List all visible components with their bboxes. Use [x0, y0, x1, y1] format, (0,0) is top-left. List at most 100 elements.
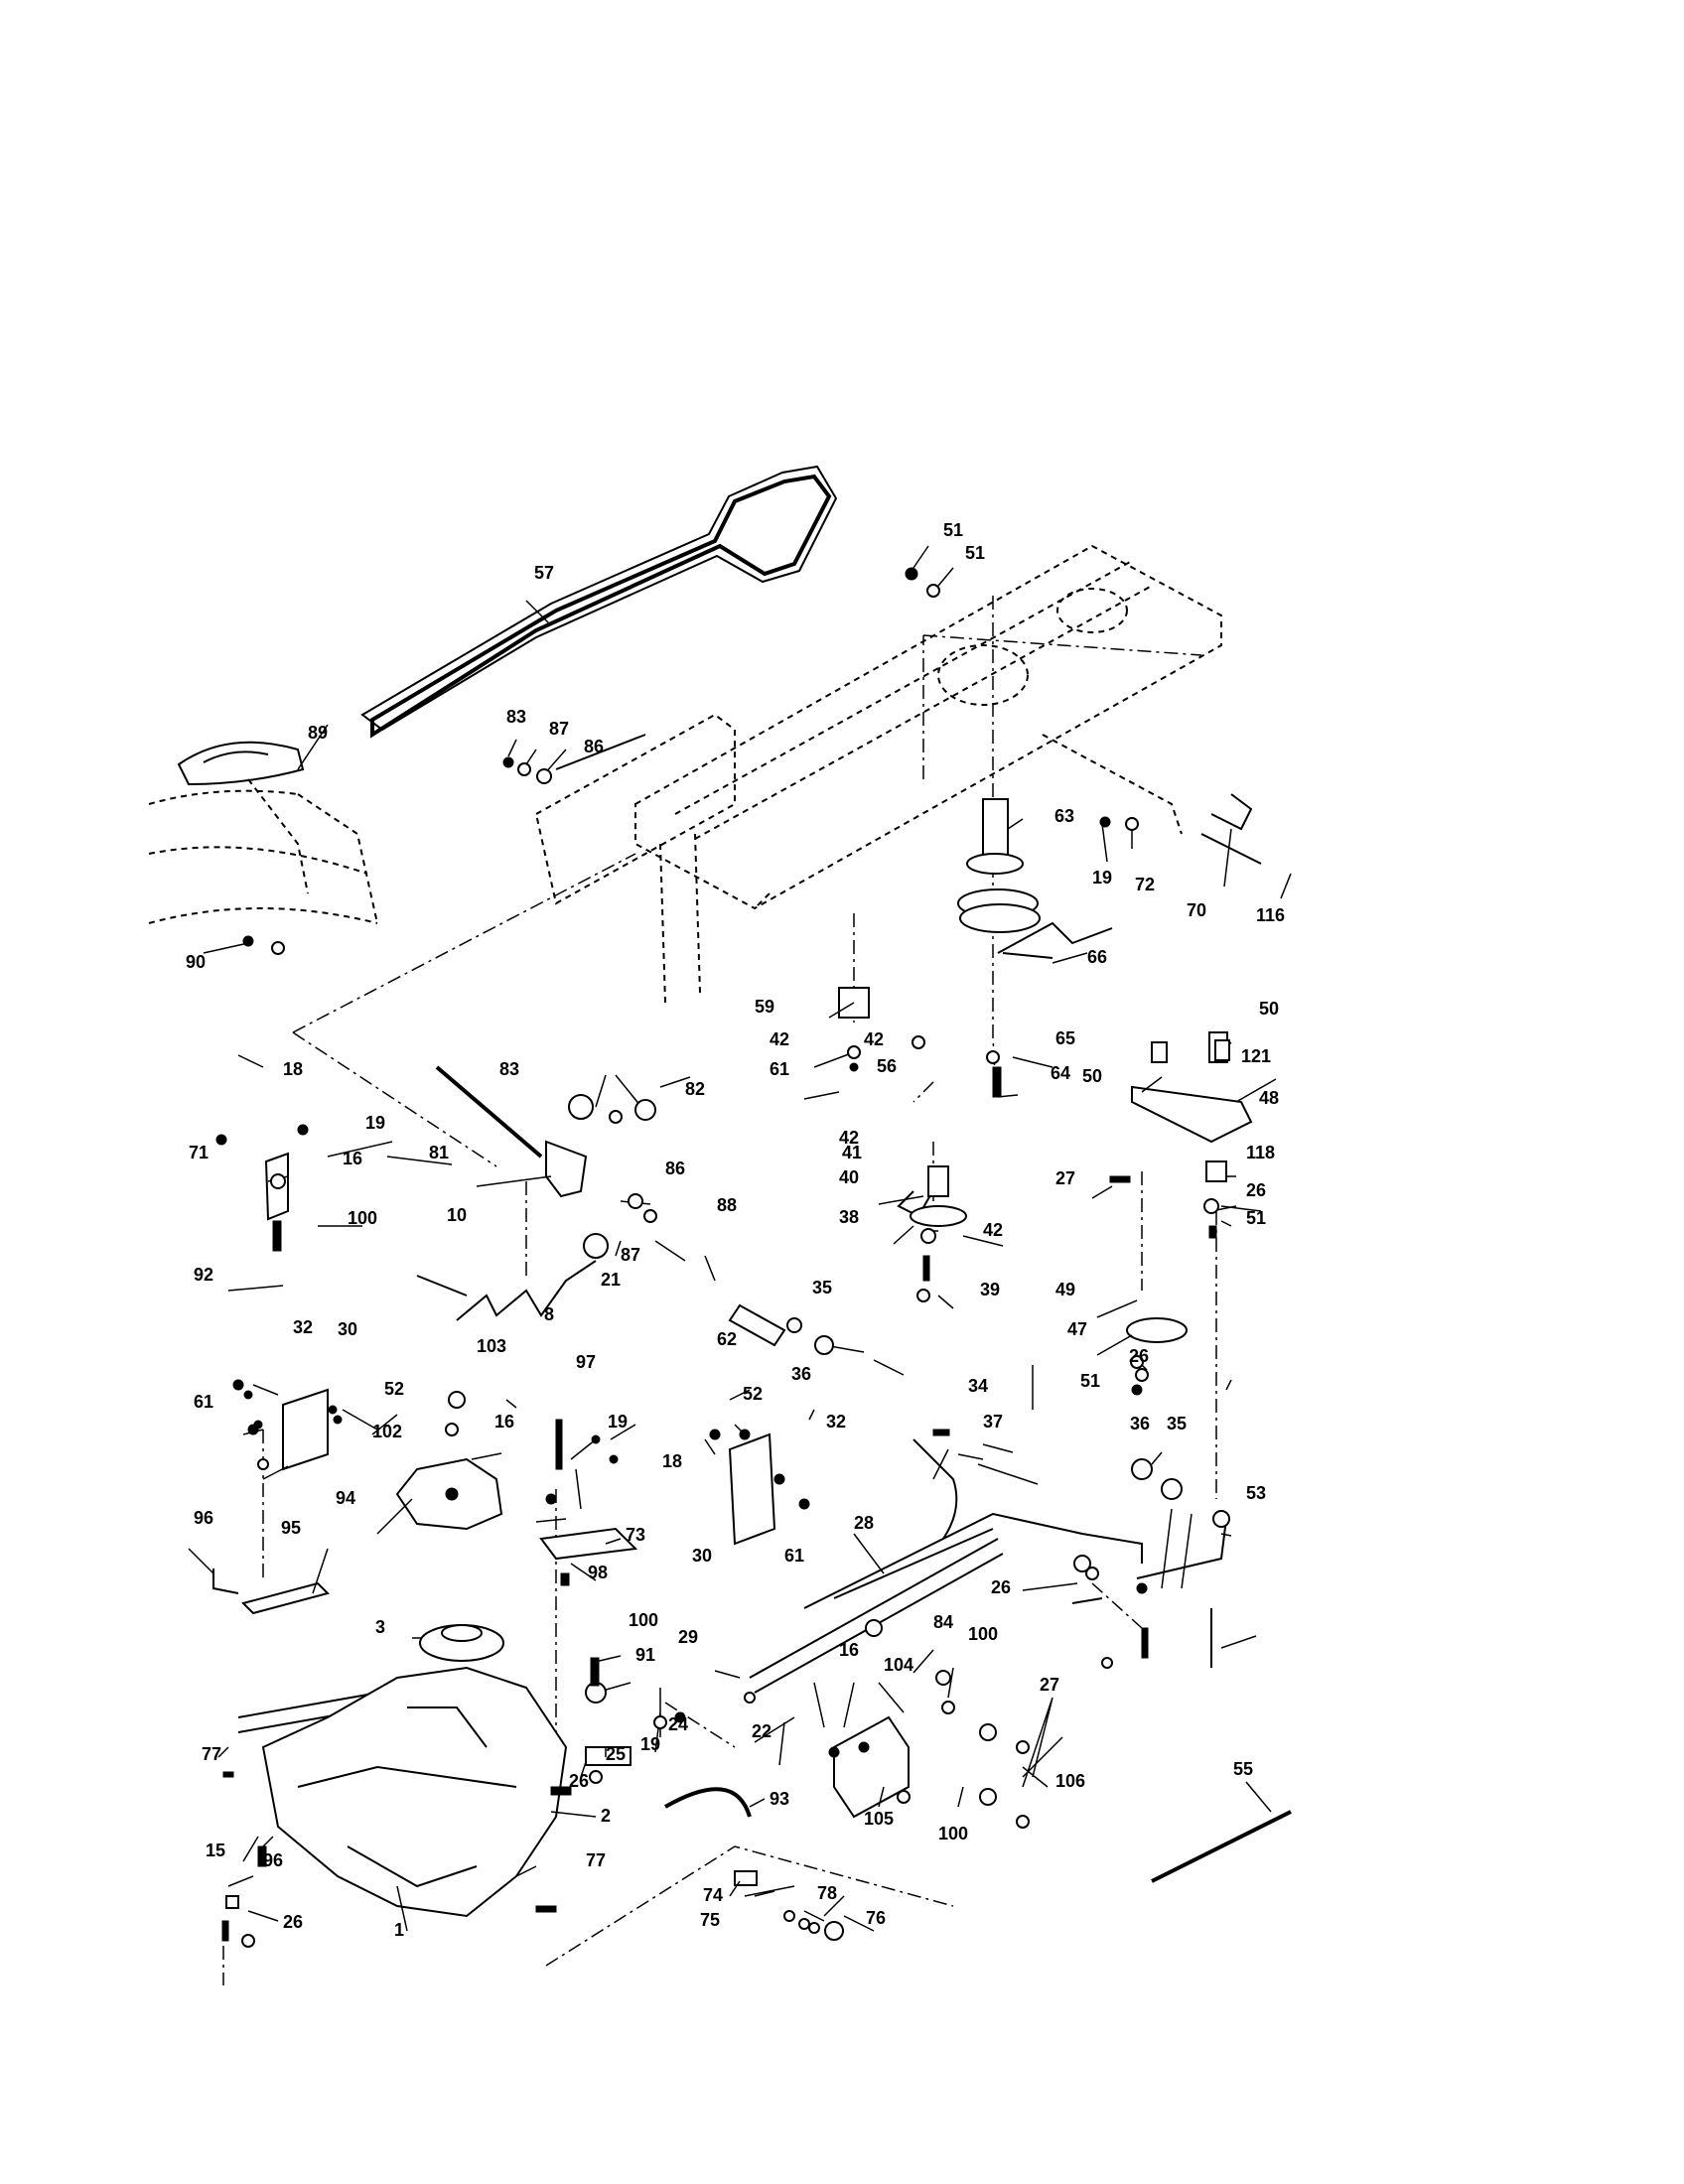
callout-label: 49 — [1055, 1280, 1075, 1299]
callout-label: 76 — [866, 1908, 886, 1928]
callout-label: 42 — [839, 1128, 859, 1148]
fender-89 — [148, 741, 378, 924]
callout-label: 94 — [336, 1488, 355, 1508]
callout-label: 36 — [1130, 1414, 1150, 1433]
callout-label: 29 — [678, 1627, 698, 1647]
shafts-and-rods — [237, 734, 1227, 1733]
callout-label: 30 — [692, 1546, 712, 1566]
callout-label: 47 — [1067, 1319, 1087, 1339]
callout-label: 61 — [784, 1546, 804, 1566]
callout-label: 40 — [839, 1167, 859, 1187]
callout-label: 15 — [206, 1841, 225, 1860]
callout-label: 1 — [394, 1920, 404, 1940]
callout-label: 65 — [1055, 1028, 1075, 1048]
callout-label: 39 — [980, 1280, 1000, 1299]
callout-label: 51 — [965, 543, 985, 563]
callout-label: 103 — [477, 1336, 506, 1356]
callout-label: 77 — [202, 1744, 221, 1764]
callout-label: 86 — [584, 737, 604, 756]
reference-lines — [222, 596, 1217, 1985]
callout-labels: 57 51 51 89 83 87 86 63 19 72 70 116 90 … — [186, 520, 1285, 1940]
callout-label: 104 — [884, 1655, 913, 1675]
tractor-frame — [534, 544, 1222, 1004]
callout-label: 61 — [194, 1392, 213, 1412]
callout-label: 100 — [938, 1824, 968, 1843]
callout-label: 3 — [375, 1617, 385, 1637]
callout-label: 86 — [665, 1159, 685, 1178]
callout-label: 25 — [606, 1744, 626, 1764]
callout-label: 121 — [1241, 1046, 1271, 1066]
callout-label: 70 — [1187, 900, 1206, 920]
callout-label: 19 — [1092, 868, 1112, 887]
callout-label: 75 — [700, 1910, 720, 1930]
callout-label: 26 — [1246, 1180, 1266, 1200]
callout-label: 16 — [343, 1149, 362, 1168]
callout-label: 19 — [365, 1113, 385, 1133]
callout-label: 98 — [588, 1563, 608, 1582]
callout-label: 63 — [1054, 806, 1074, 826]
callout-label: 10 — [447, 1205, 467, 1225]
callout-label: 88 — [717, 1195, 737, 1215]
callout-label: 51 — [1080, 1371, 1100, 1391]
callout-label: 35 — [812, 1278, 832, 1297]
callout-label: 61 — [770, 1059, 789, 1079]
callout-label: 87 — [621, 1245, 640, 1265]
callout-label: 83 — [499, 1059, 519, 1079]
callout-label: 74 — [703, 1885, 723, 1905]
callout-label: 51 — [1246, 1208, 1266, 1228]
callout-label: 37 — [983, 1412, 1003, 1432]
callout-label: 52 — [384, 1379, 404, 1399]
callout-label: 105 — [864, 1809, 894, 1829]
callout-label: 57 — [534, 563, 554, 583]
callout-label: 22 — [752, 1721, 772, 1741]
callout-label: 92 — [194, 1265, 213, 1285]
callout-label: 50 — [1082, 1066, 1102, 1086]
callout-label: 100 — [629, 1610, 658, 1630]
callout-label: 78 — [817, 1883, 837, 1903]
callout-label: 35 — [1167, 1414, 1187, 1433]
callout-label: 59 — [755, 997, 774, 1017]
callout-label: 73 — [626, 1525, 645, 1545]
callout-label: 24 — [668, 1714, 688, 1734]
callout-label: 27 — [1055, 1168, 1075, 1188]
callout-label: 2 — [601, 1806, 611, 1826]
linkages — [416, 793, 1262, 1321]
callout-label: 8 — [544, 1304, 554, 1324]
callout-label: 42 — [864, 1029, 884, 1049]
callout-label: 82 — [685, 1079, 705, 1099]
leader-lines — [188, 545, 1292, 1932]
callout-label: 30 — [338, 1319, 357, 1339]
callout-label: 96 — [263, 1850, 283, 1870]
callout-label: 41 — [842, 1143, 862, 1162]
callout-label: 77 — [586, 1850, 606, 1870]
callout-label: 95 — [281, 1518, 301, 1538]
callout-label: 62 — [717, 1329, 737, 1349]
callout-label: 91 — [635, 1645, 655, 1665]
callout-label: 26 — [1129, 1346, 1149, 1366]
callout-label: 52 — [743, 1384, 763, 1404]
callout-label: 71 — [189, 1143, 209, 1162]
callout-label: 97 — [576, 1352, 596, 1372]
callout-label: 16 — [494, 1412, 514, 1432]
callout-label: 90 — [186, 952, 206, 972]
callout-label: 100 — [968, 1624, 998, 1644]
callout-label: 16 — [839, 1640, 859, 1660]
callout-label: 81 — [429, 1143, 449, 1162]
callout-label: 83 — [506, 707, 526, 727]
callout-label: 116 — [1256, 905, 1285, 925]
drive-belt-57 — [360, 465, 838, 739]
callout-label: 64 — [1051, 1063, 1070, 1083]
callout-label: 42 — [770, 1029, 789, 1049]
callout-label: 89 — [308, 723, 328, 743]
callout-label: 106 — [1055, 1771, 1085, 1791]
callout-label: 53 — [1246, 1483, 1266, 1503]
callout-label: 27 — [1040, 1675, 1059, 1695]
callout-label: 32 — [293, 1317, 313, 1337]
callout-label: 18 — [283, 1059, 303, 1079]
callout-label: 118 — [1246, 1143, 1275, 1162]
callout-label: 19 — [608, 1412, 628, 1432]
callout-label: 19 — [640, 1734, 660, 1754]
callout-label: 87 — [549, 719, 569, 739]
callout-label: 55 — [1233, 1759, 1253, 1779]
